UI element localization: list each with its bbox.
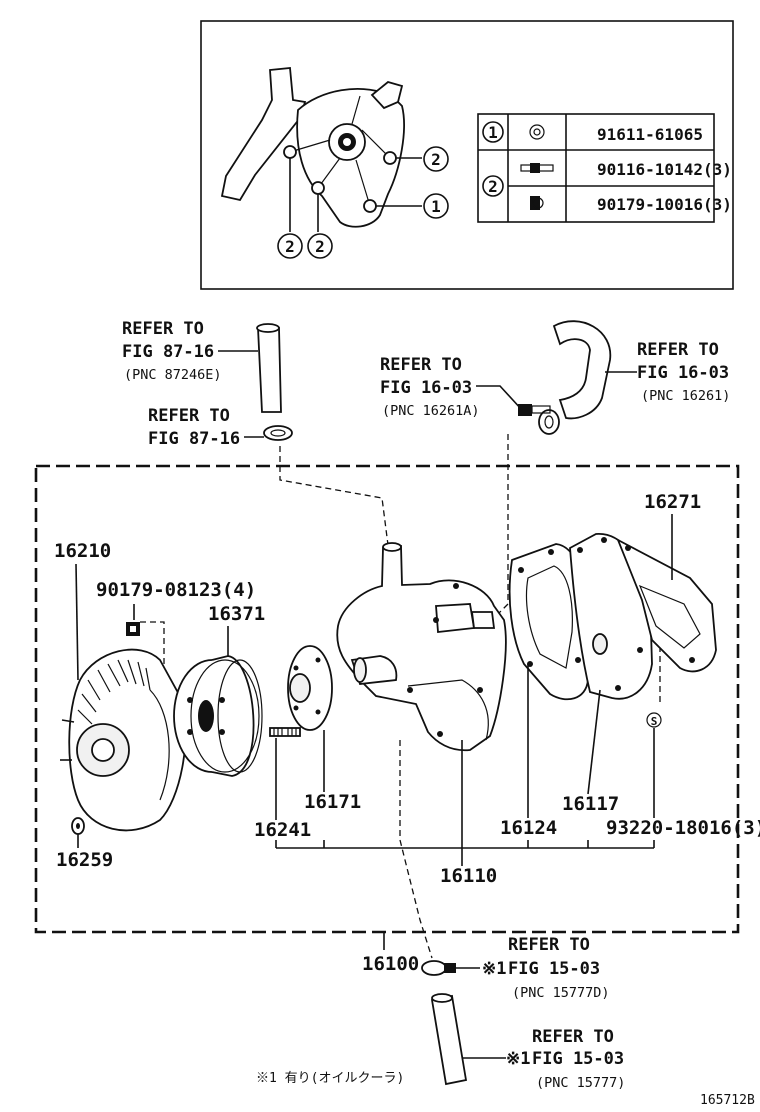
table-row1-part: 91611-61065 (597, 125, 703, 144)
pulley-part (173, 655, 263, 777)
ref-bottom-1-label: REFER TO ※1 FIG 15-03 (PNC 15777D) (456, 935, 610, 1001)
nut-90179-08123 (126, 622, 140, 636)
label-16371: 16371 (208, 603, 265, 625)
nut-icon (529, 124, 545, 140)
svg-text:REFER TO: REFER TO (122, 319, 204, 339)
svg-text:REFER TO: REFER TO (508, 935, 590, 955)
label-16271: 16271 (644, 491, 701, 513)
nut-small-icon (530, 196, 544, 210)
ref-top-left-label: REFER TO FIG 87-16 (PNC 87246E) (122, 319, 258, 383)
svg-text:FIG 15-03: FIG 15-03 (508, 959, 600, 979)
svg-text:2: 2 (315, 237, 325, 256)
svg-text:※1: ※1 (482, 959, 506, 979)
footnote-oil-cooler: ※1 有り(オイルクーラ) (256, 1071, 404, 1086)
label-16117: 16117 (562, 793, 619, 815)
svg-text:FIG 16-03: FIG 16-03 (637, 363, 729, 383)
label-16110: 16110 (440, 865, 497, 887)
table-row23-ref: 2 (488, 177, 498, 196)
label-90179-08123: 90179-08123(4) (96, 579, 256, 601)
inset-detail-box: 2 2 2 1 1 2 (200, 20, 734, 290)
gasket-16271 (616, 538, 717, 673)
svg-text:FIG 16-03: FIG 16-03 (380, 378, 472, 398)
water-pump-part (336, 542, 507, 752)
fastener-table: 1 2 91611-61065 90116-10142(3) 90179-100… (477, 113, 732, 223)
stud-16241 (269, 727, 301, 737)
ref-mid-left-label: REFER TO FIG 87-16 (148, 406, 264, 449)
ref-bottom-2-label: REFER TO ※1 FIG 15-03 (PNC 15777) (462, 1027, 625, 1091)
svg-text:※1: ※1 (506, 1049, 530, 1069)
svg-text:(PNC 16261): (PNC 16261) (641, 388, 730, 404)
callout-2-mid: 2 (307, 233, 333, 259)
callout-1-right: 1 (423, 193, 449, 219)
clamp-upper-right (538, 409, 560, 435)
table-row3-part: 90179-10016(3) (597, 195, 732, 214)
svg-text:S: S (651, 715, 658, 728)
assembly-boundary (34, 464, 740, 934)
svg-text:(PNC 15777D): (PNC 15777D) (512, 985, 610, 1001)
label-16124: 16124 (500, 817, 557, 839)
inset-pump-illustration (220, 67, 422, 232)
ref-mid-center-label: REFER TO FIG 16-03 (PNC 16261A) (380, 355, 523, 419)
svg-text:REFER TO: REFER TO (380, 355, 462, 375)
clamp-upper-left (263, 425, 293, 441)
figure-id: 165712B (700, 1093, 755, 1108)
label-16241: 16241 (254, 819, 311, 841)
svg-text:FIG 15-03: FIG 15-03 (532, 1049, 624, 1069)
stud-bolt-icon (520, 163, 554, 173)
svg-text:2: 2 (285, 237, 295, 256)
svg-text:1: 1 (431, 197, 441, 216)
bolt-upper-center (518, 404, 551, 416)
label-93220-18016: 93220-18016(3) (606, 817, 760, 839)
label-16171: 16171 (304, 791, 361, 813)
svg-text:(PNC 87246E): (PNC 87246E) (124, 367, 222, 383)
hose-upper-left (256, 323, 282, 413)
hose-upper-right (552, 320, 612, 420)
label-16100: 16100 (362, 953, 419, 975)
svg-text:(PNC 16261A): (PNC 16261A) (382, 403, 480, 419)
table-row1-ref: 1 (488, 123, 498, 142)
svg-text:FIG 87-16: FIG 87-16 (148, 429, 240, 449)
label-16210: 16210 (54, 540, 111, 562)
svg-text:REFER TO: REFER TO (532, 1027, 614, 1047)
sealer-s-symbol: S (646, 712, 662, 728)
hose-lower (430, 993, 468, 1086)
callout-2-right: 2 (423, 146, 449, 172)
svg-text:REFER TO: REFER TO (148, 406, 230, 426)
fluid-coupling-part (60, 648, 187, 832)
fan-pulley-seat-part (287, 645, 333, 731)
callout-2-left: 2 (277, 233, 303, 259)
svg-text:REFER TO: REFER TO (637, 340, 719, 360)
ref-top-right-label: REFER TO FIG 16-03 (PNC 16261) (605, 340, 730, 404)
svg-text:(PNC 15777): (PNC 15777) (536, 1075, 625, 1091)
table-row2-part: 90116-10142(3) (597, 160, 732, 179)
washer-16259 (71, 817, 85, 835)
label-16259: 16259 (56, 849, 113, 871)
svg-text:FIG 87-16: FIG 87-16 (122, 342, 214, 362)
clamp-lower (421, 960, 456, 976)
svg-text:2: 2 (431, 150, 441, 169)
